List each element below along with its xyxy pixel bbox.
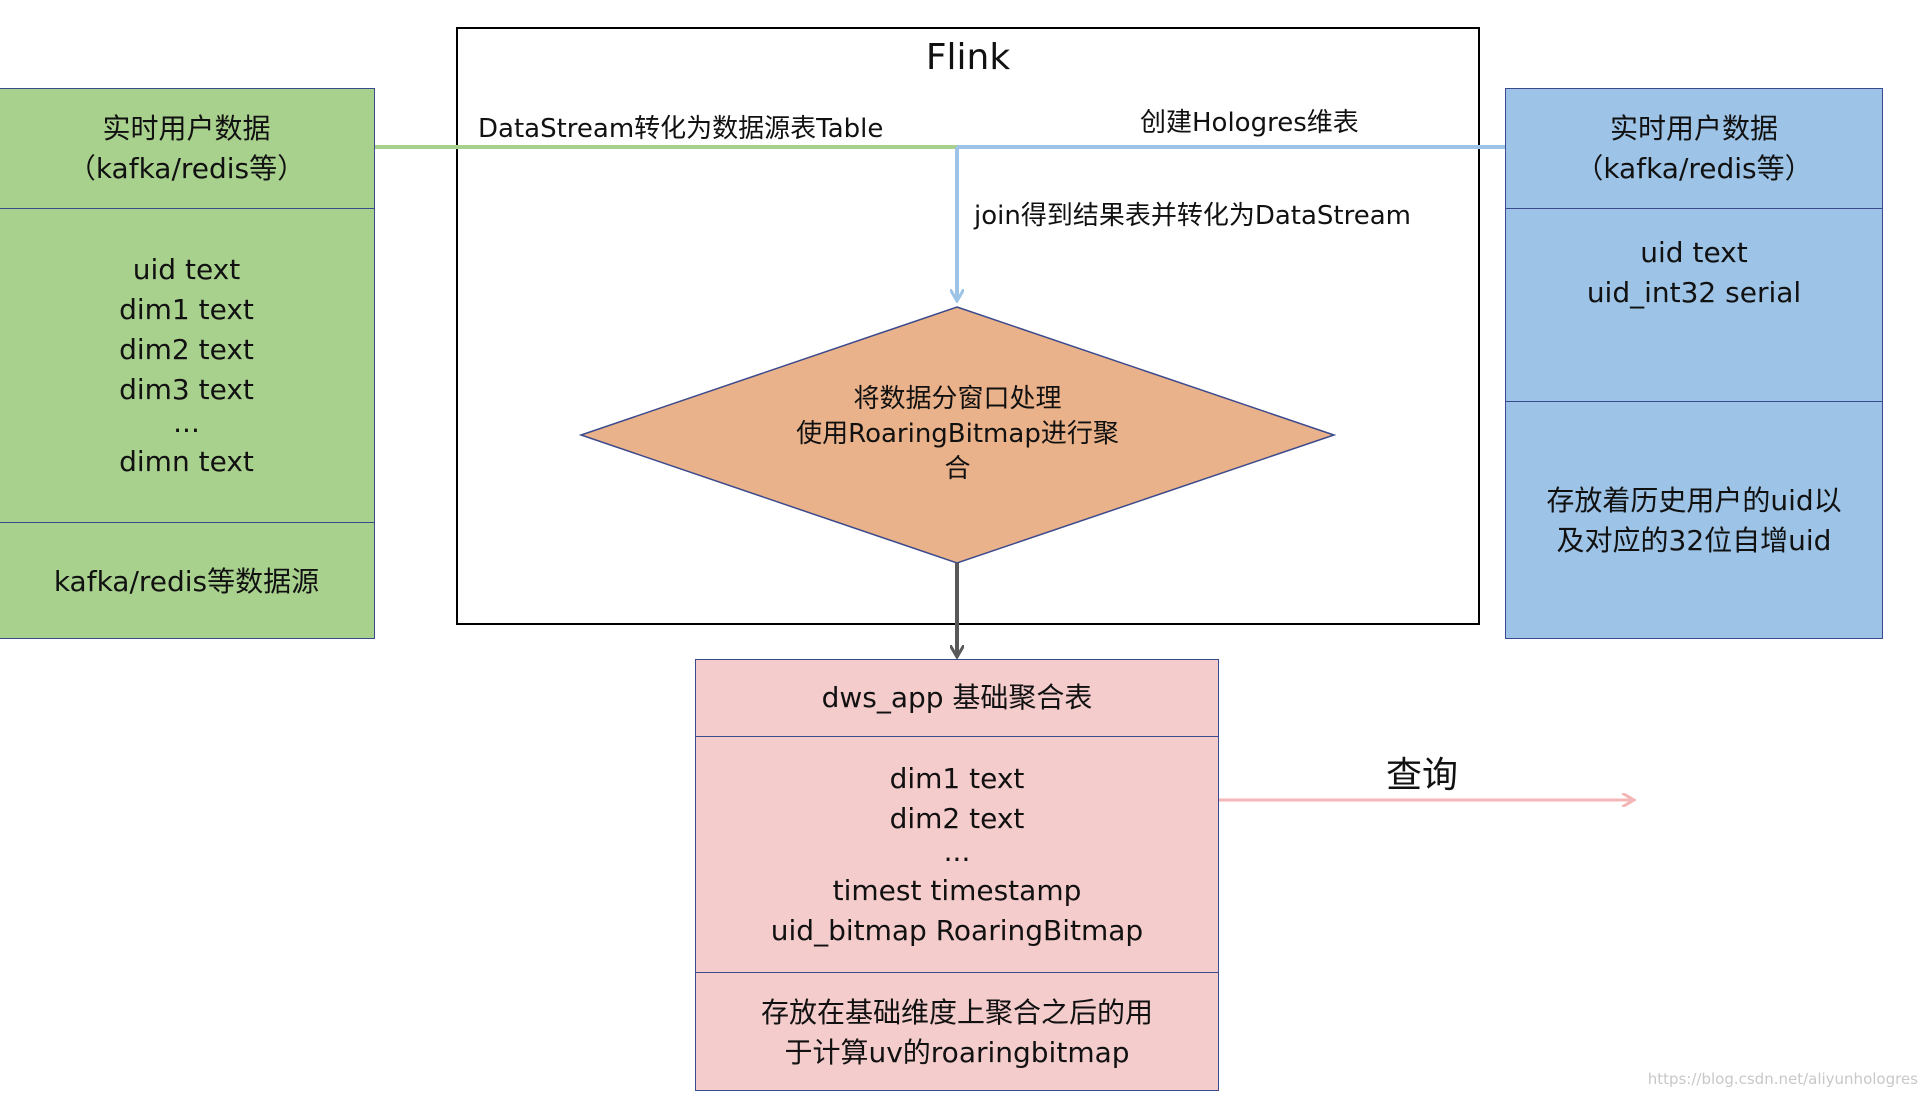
left-footer-text: kafka/redis等数据源	[53, 564, 320, 598]
left-connector-label: DataStream转化为数据源表Table	[478, 114, 884, 144]
dws-field-ellipsis: ...	[943, 834, 971, 868]
dws-footer-line-1: 存放在基础维度上聚合之后的用	[760, 995, 1153, 1029]
left-table-fields: uid text dim1 text dim2 text dim3 text .…	[0, 208, 374, 522]
right-footer-line-1: 存放着历史用户的uid以	[1546, 484, 1842, 517]
dws-field: dim1 text	[889, 761, 1025, 795]
diamond-line-3: 合	[944, 454, 971, 484]
right-field: uid text	[1640, 236, 1748, 269]
query-label: 查询	[1386, 755, 1459, 796]
right-table-footer: 存放着历史用户的uid以 及对应的32位自增uid	[1506, 401, 1882, 640]
diamond-label: 将数据分窗口处理 使用RoaringBitmap进行聚 合	[700, 382, 1215, 487]
flink-title: Flink	[925, 37, 1011, 78]
dws-table-footer: 存放在基础维度上聚合之后的用 于计算uv的roaringbitmap	[696, 972, 1218, 1092]
right-connector-label: 创建Hologres维表	[1140, 108, 1359, 138]
right-dimension-table: 实时用户数据 （kafka/redis等） uid text uid_int32…	[1505, 88, 1883, 639]
left-field: dim1 text	[119, 292, 254, 326]
dws-field: uid_bitmap RoaringBitmap	[770, 913, 1144, 947]
left-field-ellipsis: ...	[173, 405, 200, 439]
right-table-header: 实时用户数据 （kafka/redis等）	[1506, 89, 1882, 208]
right-table-fields: uid text uid_int32 serial	[1506, 208, 1882, 401]
left-field: dimn text	[119, 444, 254, 478]
dws-table-fields: dim1 text dim2 text ... timest timestamp…	[696, 736, 1218, 972]
diamond-line-2: 使用RoaringBitmap进行聚	[796, 419, 1119, 449]
watermark: https://blog.csdn.net/aliyunhologres	[1647, 1070, 1918, 1088]
left-table-footer: kafka/redis等数据源	[0, 522, 374, 640]
right-header-line-2: （kafka/redis等）	[1575, 151, 1813, 185]
right-header-line-1: 实时用户数据	[1609, 111, 1778, 145]
diamond-line-1: 将数据分窗口处理	[853, 384, 1062, 414]
left-field: uid text	[132, 252, 241, 286]
right-field: uid_int32 serial	[1586, 276, 1802, 309]
left-header-line-1: 实时用户数据	[102, 111, 271, 145]
left-field: dim3 text	[119, 372, 254, 406]
dws-field: timest timestamp	[832, 873, 1082, 907]
right-footer-line-2: 及对应的32位自增uid	[1556, 524, 1832, 557]
dws-field: dim2 text	[889, 801, 1025, 835]
left-field: dim2 text	[119, 332, 254, 366]
left-header-line-2: （kafka/redis等）	[67, 151, 306, 185]
dws-app-table: dws_app 基础聚合表 dim1 text dim2 text ... ti…	[695, 659, 1219, 1091]
dws-table-header: dws_app 基础聚合表	[696, 660, 1218, 736]
left-table-header: 实时用户数据 （kafka/redis等）	[0, 89, 374, 208]
dws-footer-line-2: 于计算uv的roaringbitmap	[784, 1035, 1130, 1069]
dws-header-text: dws_app 基础聚合表	[821, 681, 1093, 714]
left-source-table: 实时用户数据 （kafka/redis等） uid text dim1 text…	[0, 88, 375, 639]
join-label: join得到结果表并转化为DataStream	[974, 201, 1411, 231]
